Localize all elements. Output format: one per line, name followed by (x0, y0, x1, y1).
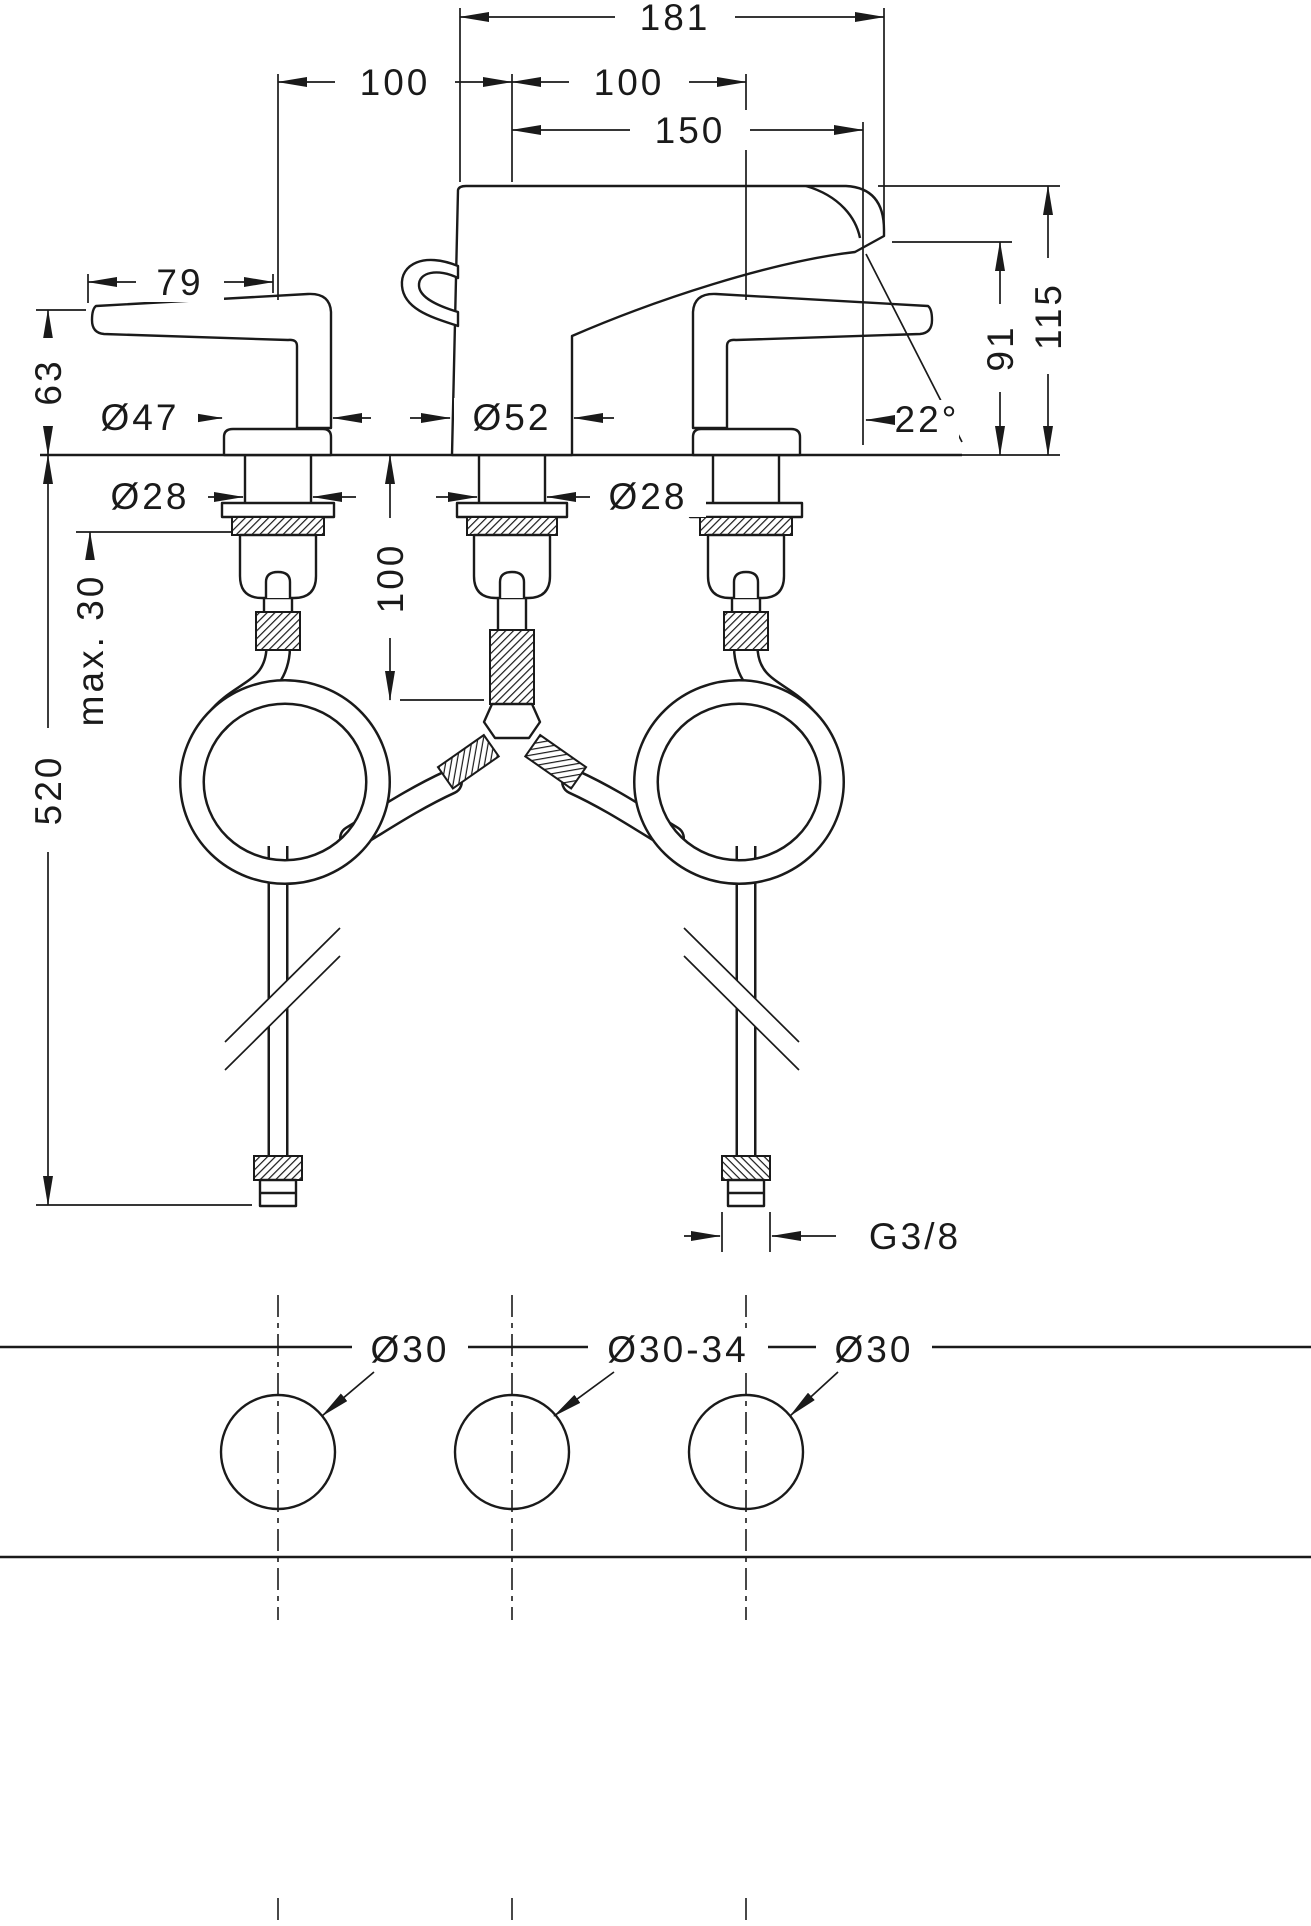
dim-supply-length: 520 (27, 454, 69, 1206)
dim-hole-right-label: Ø30 (835, 1329, 914, 1370)
valve-hardware-left (220, 453, 336, 652)
dim-handle-height: 63 (27, 309, 69, 456)
pop-up-rod-knob (400, 258, 460, 328)
hose-and-supply-left (192, 652, 450, 1206)
spout-inner-edge (805, 184, 862, 239)
hole-right (687, 1393, 805, 1511)
dim-shank-diameter-center: Ø28 (436, 476, 706, 517)
dim-hole-right: Ø30 (789, 1328, 932, 1417)
spout-mounting-nut (472, 533, 552, 600)
dim-spacing-right: 100 (511, 62, 747, 103)
hose-and-supply-right (574, 652, 832, 1206)
spout-rod (496, 598, 528, 630)
dim-supply-length-label: 520 (28, 755, 69, 826)
dimensions: 181 100 100 150 79 (27, 0, 1069, 1257)
dim-hole-left-label: Ø30 (371, 1329, 450, 1370)
dim-thread-size: G3/8 (684, 1216, 961, 1257)
dim-hole-center: Ø30-34 (553, 1328, 768, 1417)
dim-connection-depth: 100 (369, 454, 411, 701)
dim-outlet-angle: 22° (865, 253, 963, 443)
dim-handle-height-label: 63 (28, 358, 69, 405)
dim-spacing-left-label: 100 (360, 62, 431, 103)
dim-total-height-label: 115 (1028, 282, 1069, 350)
hole-center (453, 1393, 571, 1511)
dim-total-height: 115 (1027, 185, 1069, 456)
dim-total-projection: 181 (459, 0, 885, 38)
dim-max-deck-thickness-label: max. 30 (70, 574, 111, 727)
dim-spout-reach-label: 150 (655, 110, 726, 151)
hole-template-section: Ø30 Ø30-34 Ø30 (0, 1295, 1311, 1926)
spout-washer (466, 516, 558, 536)
dim-shank-diameter-center-label: Ø28 (609, 476, 688, 517)
valve-hardware-right (688, 453, 804, 652)
dim-handle-base-diameter: Ø47 (82, 397, 371, 438)
dim-handle-length: 79 (87, 262, 274, 303)
dim-outlet-height-label: 91 (980, 324, 1021, 371)
faucet-assembly (40, 184, 962, 1206)
dim-handle-length-label: 79 (156, 262, 203, 303)
dim-spacing-right-label: 100 (594, 62, 665, 103)
spout-shank (477, 455, 547, 503)
dim-spout-base-diameter: Ø52 (410, 397, 614, 438)
dim-hole-center-label: Ø30-34 (607, 1329, 748, 1370)
dim-shank-diameter-left: Ø28 (92, 476, 356, 517)
spout-hardware-center (436, 455, 588, 790)
dim-hole-left: Ø30 (321, 1328, 468, 1417)
tee-stub-left (436, 733, 501, 790)
dim-handle-base-diameter-label: Ø47 (101, 397, 180, 438)
hole-left (219, 1393, 337, 1511)
tee-stub-right (523, 733, 588, 790)
spout-body (450, 184, 886, 457)
tee-body (482, 702, 542, 740)
coupling-nut (489, 629, 535, 705)
dim-max-deck-thickness: max. 30 (68, 531, 112, 740)
dim-outlet-angle-label: 22° (895, 399, 960, 440)
dim-outlet-height: 91 (979, 241, 1021, 456)
spout-nut-cutout (498, 570, 526, 598)
dim-spout-reach: 150 (511, 110, 864, 151)
spout-flange (455, 501, 569, 519)
dim-connection-depth-label: 100 (370, 543, 411, 614)
dim-total-projection-label: 181 (640, 0, 711, 38)
dim-spout-base-diameter-label: Ø52 (473, 397, 552, 438)
dim-thread-size-label: G3/8 (869, 1216, 961, 1257)
dim-shank-diameter-left-label: Ø28 (111, 476, 190, 517)
dim-spacing-left: 100 (277, 62, 513, 103)
